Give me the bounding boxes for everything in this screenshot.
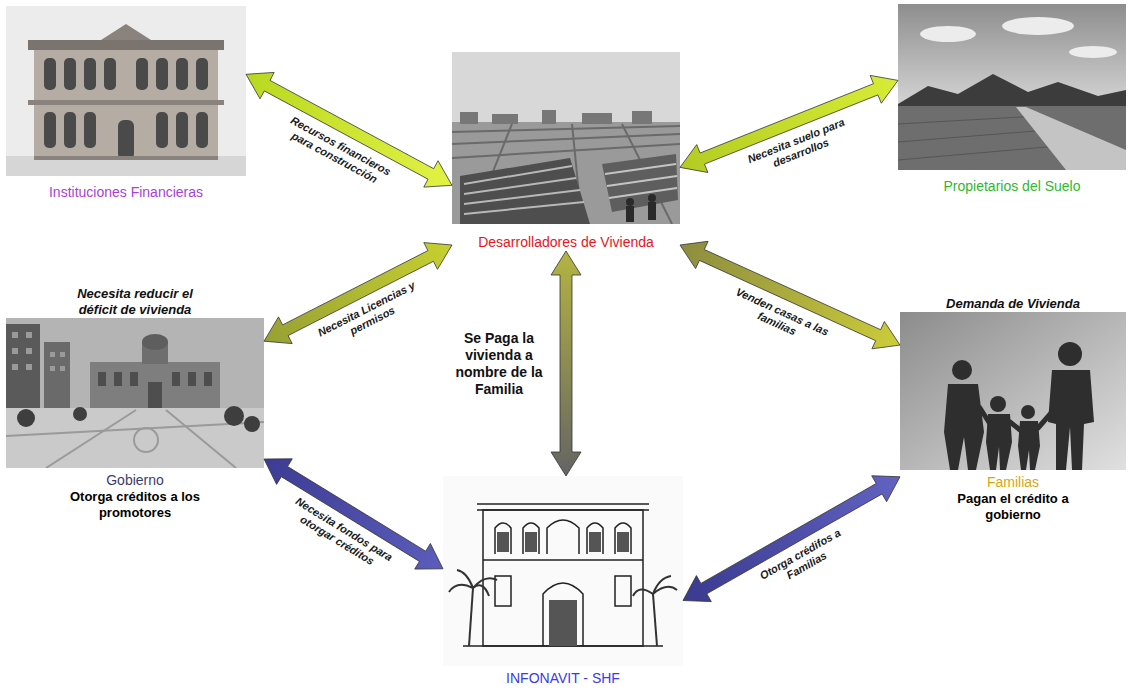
node-caption: INFONAVIT - SHF xyxy=(443,670,683,687)
edge-label: Se Paga la vivienda a nombre de la Famil… xyxy=(444,330,554,398)
double-arrow xyxy=(683,476,900,602)
developer-node: Desarrolladores de Vivienda xyxy=(452,52,680,251)
node-caption: Familias xyxy=(900,474,1126,491)
heading-box: Demanda de Vivienda xyxy=(900,292,1126,312)
edge-label: Recursos financieros para construcción xyxy=(272,108,403,195)
node-caption: Propietarios del Suelo xyxy=(898,178,1126,195)
bank-building-picture xyxy=(6,6,246,176)
picture-slot xyxy=(6,6,246,176)
picture-slot xyxy=(900,312,1126,470)
construction-site-picture xyxy=(452,52,680,224)
family-node: Demanda de ViviendaFamiliasPagan el créd… xyxy=(900,292,1126,523)
node-heading: Demanda de Vivienda xyxy=(946,296,1080,312)
edge-label: Necesita Licencias y permisos xyxy=(303,273,435,358)
infonavit-building-picture xyxy=(443,476,683,666)
edge-label: Necesita fondos para otorgar créditos xyxy=(276,489,405,582)
node-caption: Instituciones Financieras xyxy=(6,184,246,201)
edge-label: Otorga crédifos a Familias xyxy=(739,516,869,605)
land-picture xyxy=(898,4,1126,170)
picture-slot xyxy=(898,4,1126,170)
family-picture xyxy=(900,312,1126,470)
infonavit-node: INFONAVIT - SHF xyxy=(443,476,683,687)
edge-label: Venden casas a las familias xyxy=(713,278,847,358)
node-heading: Necesita reducir el déficit de vivienda xyxy=(60,286,210,318)
heading-box: Necesita reducir el déficit de vivienda xyxy=(6,278,264,318)
double-arrow xyxy=(551,251,581,476)
node-note: Otorga créditos a los promotores xyxy=(45,489,225,521)
picture-slot xyxy=(443,476,683,666)
picture-slot xyxy=(452,52,680,224)
node-caption: Gobierno xyxy=(6,472,264,489)
edge-label: Necesita suelo para desarrollos xyxy=(731,110,866,184)
picture-slot xyxy=(6,318,264,468)
node-caption: Desarrolladores de Vivienda xyxy=(452,234,680,251)
institution-node: Instituciones Financieras xyxy=(6,6,246,201)
node-note: Pagan el crédito a gobierno xyxy=(943,491,1083,523)
government-plaza-picture xyxy=(6,318,264,468)
government-node: Necesita reducir el déficit de viviendaG… xyxy=(6,278,264,521)
landowner-node: Propietarios del Suelo xyxy=(898,4,1126,195)
